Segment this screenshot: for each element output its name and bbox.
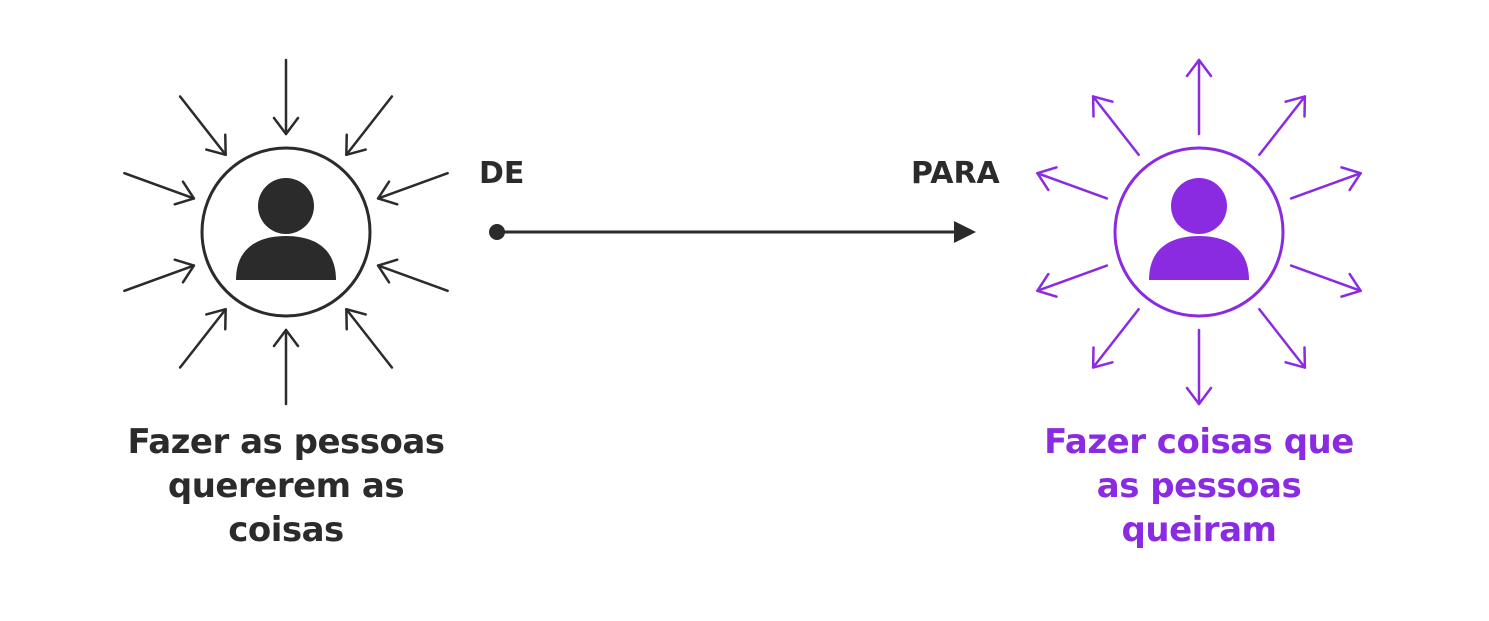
outward-arrow-7-head (1091, 346, 1114, 369)
connector-arrow (489, 221, 976, 243)
right-caption-line-1: Fazer coisas que (1044, 422, 1354, 462)
outward-arrow-1 (1185, 58, 1213, 136)
outward-arrow-4-shaft (1289, 264, 1362, 293)
inward-arrow-7-shaft (178, 307, 227, 369)
connector-arrowhead (954, 221, 976, 243)
inward-arrow-3 (376, 171, 449, 206)
outward-arrow-6 (1185, 328, 1213, 406)
inward-arrow-5-shaft (345, 307, 394, 369)
inward-arrow-5-head (345, 307, 367, 331)
left-caption: Fazer as pessoas quererem as coisas (86, 420, 486, 552)
outward-arrow-4 (1289, 264, 1362, 298)
to-tag: PARA (911, 156, 1000, 191)
inward-arrows-group (123, 58, 449, 406)
inward-arrow-10 (178, 95, 227, 157)
outward-arrow-7-shaft (1091, 307, 1140, 369)
outward-arrow-7 (1091, 307, 1140, 369)
outward-arrow-10 (1091, 95, 1140, 157)
outward-arrow-2 (1258, 95, 1307, 157)
outward-arrow-8-head (1036, 272, 1058, 298)
inward-arrow-6 (272, 328, 300, 406)
outward-arrow-10-shaft (1091, 95, 1140, 157)
left-caption-line-3: coisas (228, 510, 344, 550)
from-tag: DE (479, 156, 525, 191)
outward-arrow-9-head (1036, 166, 1058, 192)
inward-arrow-7-head (205, 307, 227, 331)
outward-arrow-5 (1258, 307, 1307, 369)
inward-arrow-7 (178, 307, 227, 369)
inward-arrow-2-shaft (345, 95, 394, 157)
outward-arrow-4-head (1340, 272, 1362, 298)
right-person-icon (1149, 178, 1249, 280)
inward-arrow-9-head (173, 180, 196, 206)
outward-arrow-3-shaft (1289, 171, 1362, 200)
inward-arrow-8-shaft (123, 264, 196, 293)
inward-arrow-4 (376, 258, 449, 293)
outward-arrow-3-head (1340, 166, 1362, 192)
inward-arrow-3-head (376, 180, 399, 206)
inward-arrow-5 (345, 307, 394, 369)
inward-arrow-6-head (272, 328, 300, 348)
outward-arrow-9 (1036, 166, 1109, 200)
inward-arrow-9-shaft (123, 171, 196, 200)
inward-arrow-8-head (173, 258, 196, 284)
right-circle (1113, 146, 1285, 318)
outward-arrow-9-shaft (1036, 171, 1109, 200)
left-circle (200, 146, 372, 318)
inward-arrow-10-head (205, 133, 227, 157)
outward-arrow-8 (1036, 264, 1109, 298)
inward-arrow-2 (345, 95, 394, 157)
inward-arrow-1 (272, 58, 300, 136)
inward-arrow-1-head (272, 116, 300, 136)
outward-arrow-6-head (1185, 386, 1213, 406)
right-caption-line-2: as pessoas (1096, 466, 1302, 506)
left-caption-line-2: quererem as (167, 466, 405, 506)
right-caption: Fazer coisas que as pessoas queiram (999, 420, 1399, 552)
inward-arrow-4-shaft (376, 264, 449, 293)
outward-arrow-2-shaft (1258, 95, 1307, 157)
outward-arrows-group (1036, 58, 1362, 406)
inward-arrow-9 (123, 171, 196, 206)
inward-arrow-2-head (345, 133, 367, 157)
outward-arrow-3 (1289, 166, 1362, 200)
left-caption-line-1: Fazer as pessoas (127, 422, 445, 462)
outward-arrow-5-shaft (1258, 307, 1307, 369)
inward-arrow-8 (123, 258, 196, 293)
left-person-icon (236, 178, 336, 280)
inward-arrow-10-shaft (178, 95, 227, 157)
inward-arrow-3-shaft (376, 171, 449, 200)
outward-arrow-10-head (1091, 95, 1114, 118)
inward-arrow-4-head (376, 258, 399, 284)
outward-arrow-1-head (1185, 58, 1213, 78)
outward-arrow-5-head (1284, 346, 1307, 369)
outward-arrow-8-shaft (1036, 264, 1109, 293)
outward-arrow-2-head (1284, 95, 1307, 118)
right-caption-line-3: queiram (1121, 510, 1277, 550)
